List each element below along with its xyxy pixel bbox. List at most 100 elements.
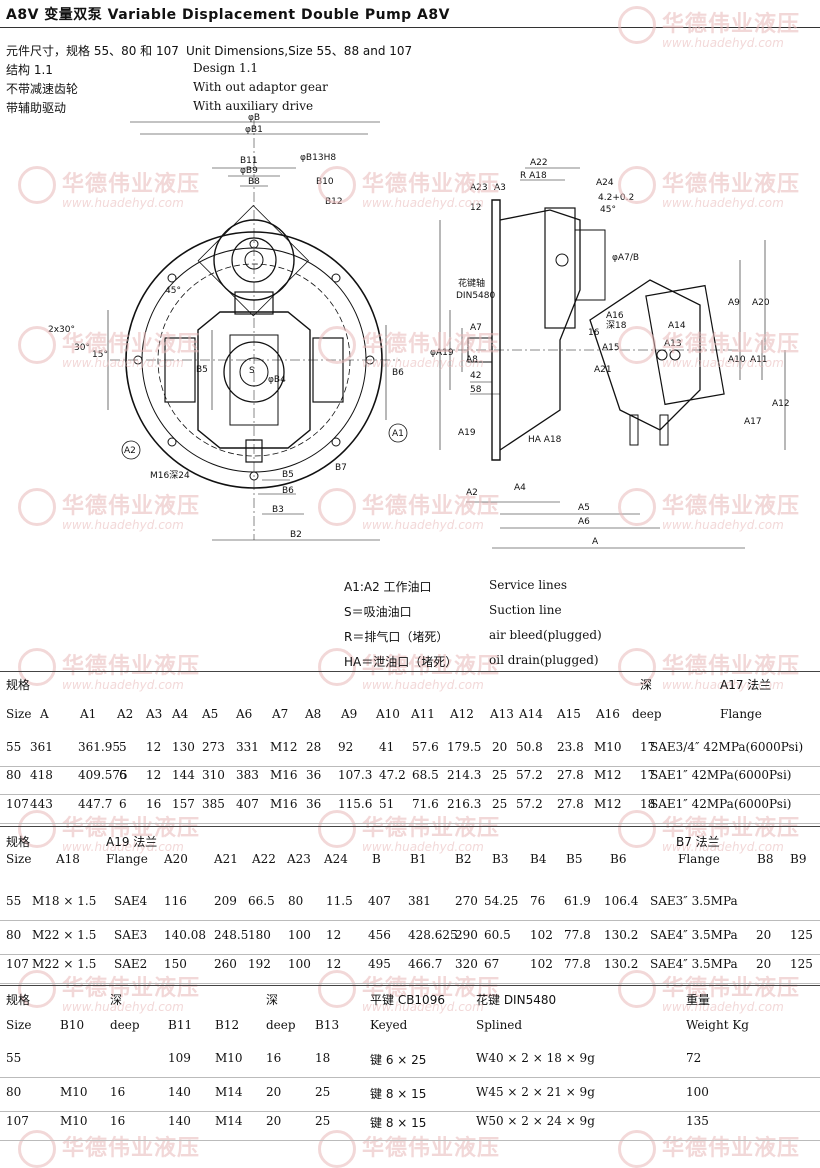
table1-header-17: A16 (596, 707, 620, 721)
table3-row-2-cell-8: W50 × 2 × 24 × 9g (476, 1114, 595, 1128)
table3-row-1-cell-1: M10 (60, 1085, 88, 1099)
logo-icon (18, 1130, 56, 1168)
lbl-phiB1: φB1 (245, 125, 263, 135)
table1-row-2-cell-0: 107 (6, 797, 29, 811)
table2-row-1-cell-2: SAE3 (114, 928, 148, 942)
table1-row-1-cell-2: 409.575 (78, 768, 128, 782)
table2-row-0-cell-13: 61.9 (564, 894, 591, 908)
table1-row-0-cell-19: SAE3/4″ 42MPa(6000Psi) (650, 740, 804, 754)
lbl-30: 30° (74, 343, 90, 353)
table3-header-0: Size (6, 1018, 32, 1032)
table2-row-2-cell-11: 67 (484, 957, 500, 971)
table1-header-18: deep (632, 707, 662, 721)
table1-header-19: Flange (720, 707, 762, 721)
table2-row-0-cell-15: SAE3″ 3.5MPa (650, 894, 738, 908)
lbl-B3: B3 (272, 505, 284, 515)
table3-row-2-cell-9: 135 (686, 1114, 709, 1128)
legend-cn-2: R＝排气口（堵死） (344, 630, 449, 644)
table1-header-6: A5 (202, 707, 219, 721)
table2-row-0-cell-2: SAE4 (114, 894, 148, 908)
table3-row-0-cell-8: W40 × 2 × 18 × 9g (476, 1051, 595, 1065)
table1-row-0-cell-0: 55 (6, 740, 22, 754)
table2-row-2-cell-13: 77.8 (564, 957, 591, 971)
table1-row-1-cell-9: 36 (306, 768, 322, 782)
watermark: 华德伟业液压 (18, 1130, 200, 1168)
table1-row-0-cell-7: 331 (236, 740, 259, 754)
lbl-A2: A2 (124, 446, 136, 456)
table2-header-9: B1 (410, 852, 427, 866)
t2-h1-b7-cn: B7 法兰 (676, 835, 720, 849)
table3-row-1-cell-7: 键 8 × 15 (370, 1087, 427, 1101)
table2-row-2-cell-8: 495 (368, 957, 391, 971)
table1-row-1-cell-4: 12 (146, 768, 162, 782)
table2-row-1-cell-15: SAE4″ 3.5MPa (650, 928, 738, 942)
table2-row-0-cell-4: 209 (214, 894, 237, 908)
lbl-A15: A15 (602, 343, 620, 353)
table2-row-0-cell-8: 407 (368, 894, 391, 908)
table3-row-2-cell-5: 20 (266, 1114, 282, 1128)
table2-header-7: A24 (324, 852, 348, 866)
table2-row-1-cell-1: M22 × 1.5 (32, 928, 97, 942)
table1-row-1-cell-3: 6 (119, 768, 127, 782)
table1-row-1-cell-7: 383 (236, 768, 259, 782)
lbl-A20: A20 (752, 298, 770, 308)
lbl-n58: 58 (470, 385, 482, 395)
page-title: A8V 变量双泵 Variable Displacement Double Pu… (6, 7, 450, 23)
table2-row-1-cell-17: 125 (790, 928, 813, 942)
table1-header-7: A6 (236, 707, 253, 721)
table2-row-1-cell-12: 102 (530, 928, 553, 942)
lbl-phiB7: φA7/B (612, 253, 639, 263)
table3-header-2: deep (110, 1018, 140, 1032)
table3-row-2-cell-2: 16 (110, 1114, 126, 1128)
table1-row-1-cell-15: 57.2 (516, 768, 543, 782)
lbl-d45: 45° (600, 205, 616, 215)
table3-header-8: Splined (476, 1018, 523, 1032)
table3-row-1-cell-6: 25 (315, 1085, 331, 1099)
table2-row-2-cell-17: 125 (790, 957, 813, 971)
lbl-phiB4: φB4 (268, 375, 286, 385)
lbl-B10: B10 (316, 177, 334, 187)
table2-row-1-cell-9: 428.625 (408, 928, 458, 942)
lbl-RA18: R A18 (520, 171, 547, 181)
table3-row-2-cell-4: M14 (215, 1114, 243, 1128)
lbl-16: 16 (588, 328, 600, 338)
table3-row-1-cell-9: 100 (686, 1085, 709, 1099)
table1-row-1-cell-17: M12 (594, 768, 622, 782)
lbl-45: 45° (165, 286, 181, 296)
table1-header-13: A12 (450, 707, 474, 721)
table2-header-0: Size (6, 852, 32, 866)
table1-header-3: A2 (117, 707, 134, 721)
table1-row-2-cell-3: 6 (119, 797, 127, 811)
table2-row-1-cell-3: 140.08 (164, 928, 206, 942)
lbl-n42: 42 (470, 371, 481, 381)
lbl-15: 15° (92, 350, 108, 360)
table3-header-6: B13 (315, 1018, 340, 1032)
table1-row-1-cell-13: 214.3 (447, 768, 482, 782)
table2-row-2-cell-14: 130.2 (604, 957, 639, 971)
table1-header-15: A14 (519, 707, 543, 721)
table1-row-2-cell-5: 157 (172, 797, 195, 811)
lbl-A10: A10 (728, 355, 746, 365)
table1-header-12: A11 (411, 707, 435, 721)
lbl-M16: M16深24 (150, 470, 190, 481)
legend-en-3: oil drain(plugged) (489, 653, 599, 667)
table1-row-2-cell-13: 216.3 (447, 797, 482, 811)
table3-row-0-cell-6: 18 (315, 1051, 331, 1065)
table2-header-8: B (372, 852, 381, 866)
table1-row-2-cell-7: 407 (236, 797, 259, 811)
table1-row-0-cell-6: 273 (202, 740, 225, 754)
lbl-B9: φB9 (240, 166, 258, 176)
legend-cn-1: S＝吸油油口 (344, 605, 412, 619)
t1-h1-flange-cn: A17 法兰 (720, 678, 772, 692)
table3-row-0-cell-9: 72 (686, 1051, 702, 1065)
watermark: 华德伟业液压 (618, 1130, 800, 1168)
table1-header-8: A7 (272, 707, 289, 721)
table1-row-1-cell-1: 418 (30, 768, 53, 782)
table2-row-0-cell-9: 381 (408, 894, 431, 908)
table1-row-2-cell-2: 447.7 (78, 797, 113, 811)
table2-header-11: B3 (492, 852, 509, 866)
table2-row-1-cell-16: 20 (756, 928, 772, 942)
table2-row-1-cell-14: 130.2 (604, 928, 639, 942)
